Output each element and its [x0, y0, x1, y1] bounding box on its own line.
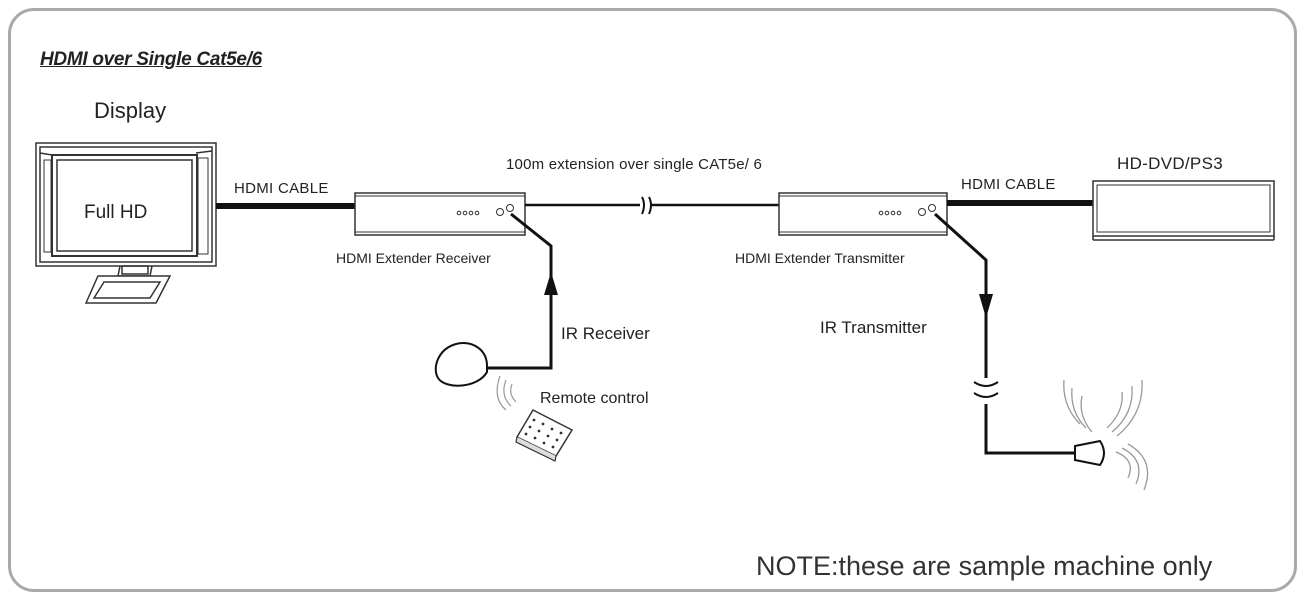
- hdmi-cable-left-label: HDMI CABLE: [234, 180, 329, 197]
- ir-transmitter-label: IR Transmitter: [820, 318, 927, 337]
- extension-label: 100m extension over single CAT5e/ 6: [506, 156, 763, 173]
- remote-control-label: Remote control: [540, 390, 649, 407]
- ir-receiver-cable: [486, 212, 553, 370]
- ir-emitter-icon: [1074, 439, 1105, 467]
- receiver-label: HDMI Extender Receiver: [336, 250, 491, 266]
- display-label: Display: [94, 98, 167, 123]
- display-screen-text: Full HD: [84, 202, 148, 223]
- ir-transmitter-arrow-icon: [979, 294, 993, 318]
- media-player-icon: [1092, 180, 1275, 241]
- ir-receiver-arrow-icon: [544, 272, 558, 295]
- transmitter-label: HDMI Extender Transmitter: [735, 250, 905, 266]
- source-device-label: HD-DVD/PS3: [1117, 154, 1223, 173]
- cable-break-icon: [641, 196, 652, 215]
- ir-transmitter-cable-upper: [933, 212, 988, 378]
- remote-control-icon: [496, 375, 574, 462]
- cable-break-icon: [973, 381, 999, 398]
- ir-receiver-label: IR Receiver: [561, 324, 650, 343]
- hdmi-cable-right-label: HDMI CABLE: [961, 176, 1056, 193]
- note-text: NOTE:these are sample machine only: [756, 551, 1213, 581]
- ir-signal-waves-icon: [1063, 379, 1149, 491]
- diagram-frame: [8, 8, 1297, 592]
- display-monitor-icon: [35, 142, 217, 304]
- ir-receiver-eye-icon: [434, 342, 489, 387]
- extender-transmitter-box: [778, 192, 948, 236]
- diagram-title: HDMI over Single Cat5e/6: [40, 49, 262, 70]
- ir-transmitter-cable-lower: [984, 404, 1075, 455]
- extender-receiver-box: [354, 192, 526, 236]
